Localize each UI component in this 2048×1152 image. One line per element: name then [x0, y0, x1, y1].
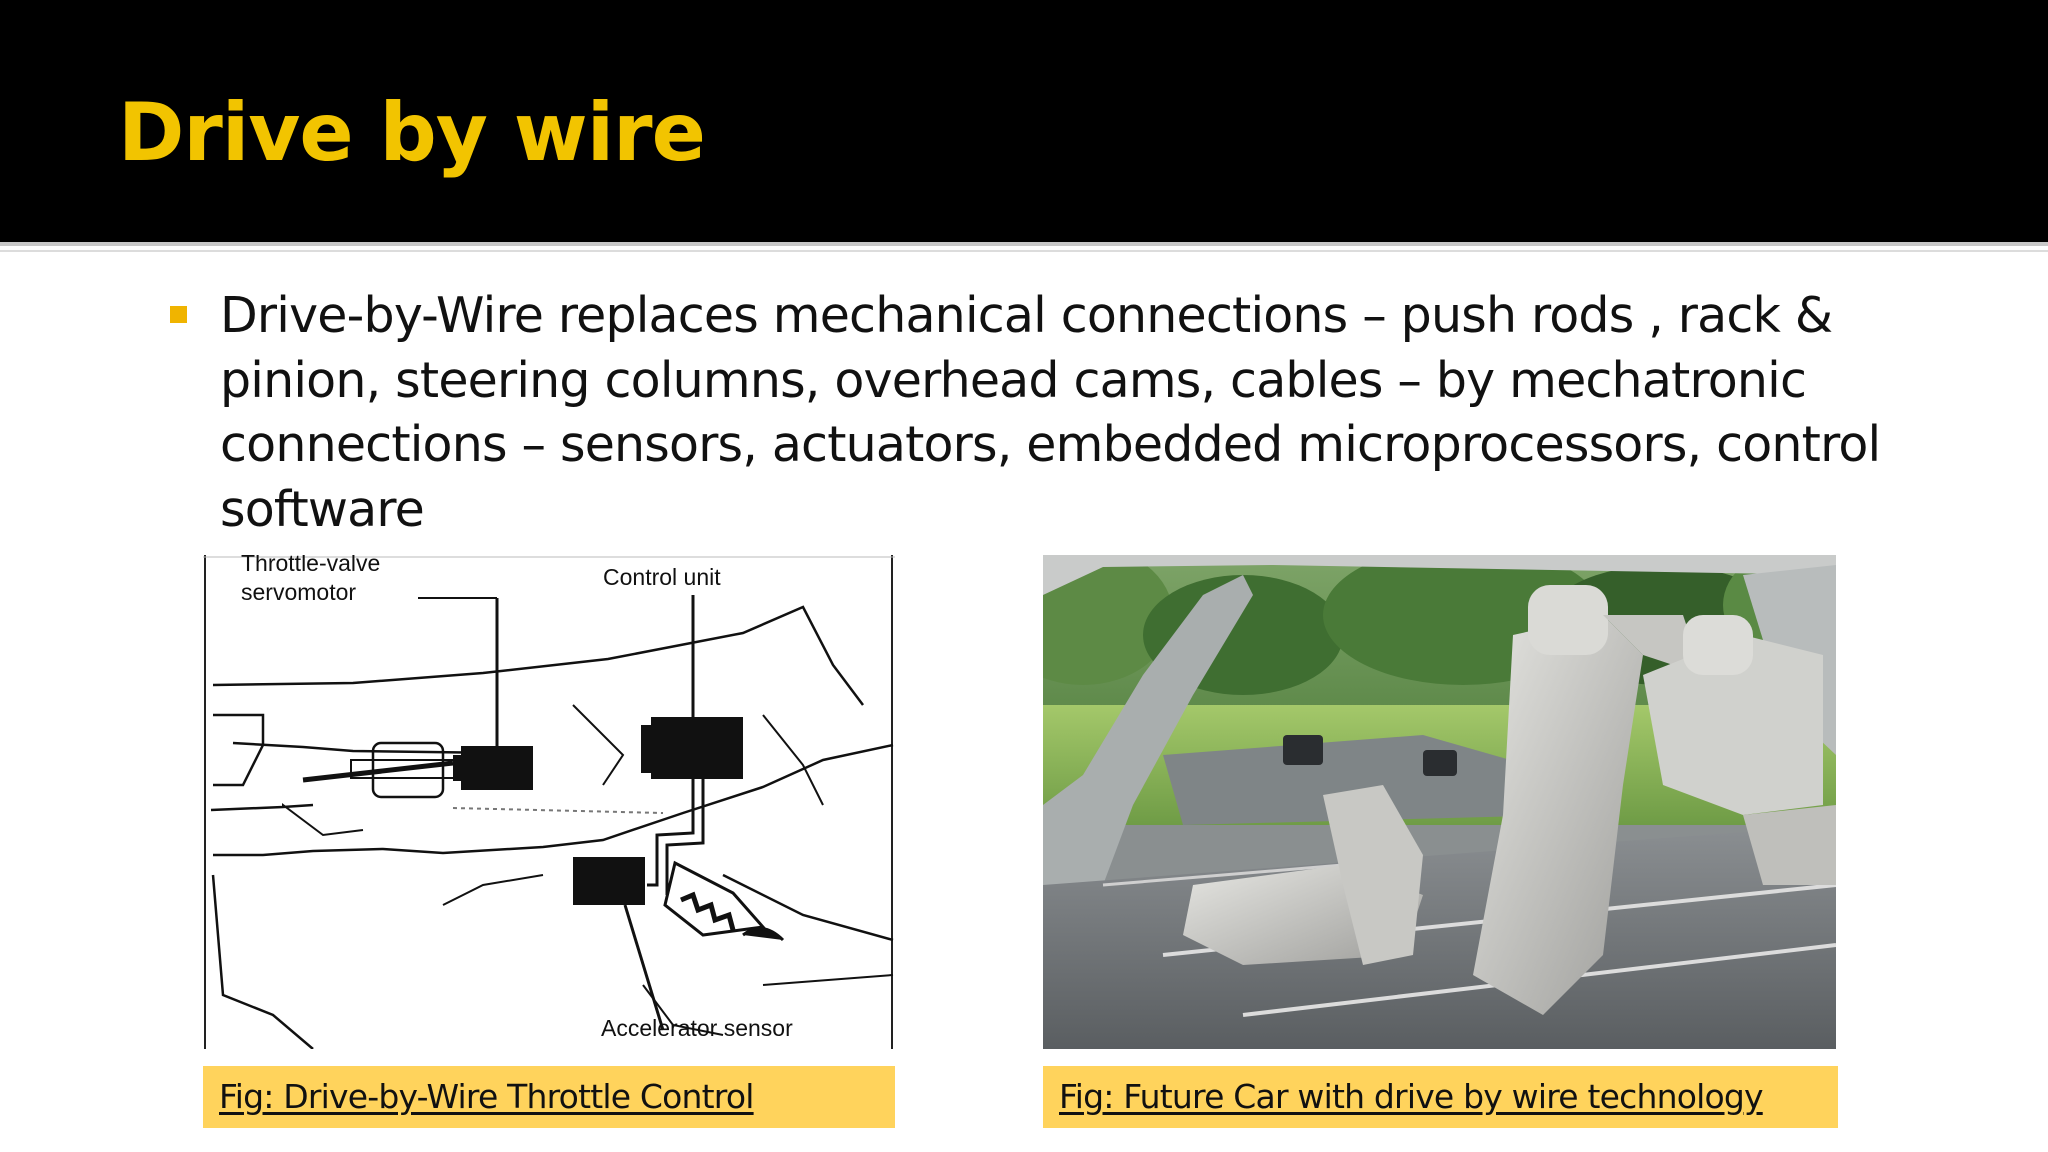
- bullet-text: Drive-by-Wire replaces mechanical connec…: [220, 287, 1881, 538]
- bullet-square-icon: [170, 306, 187, 323]
- throttle-control-diagram: Throttle-valve servomotor Control unit A…: [203, 555, 895, 1049]
- label-accelerator-sensor: Accelerator sensor: [601, 1015, 793, 1041]
- caption-throttle-control: Fig: Drive-by-Wire Throttle Control: [203, 1066, 895, 1128]
- caption-future-car: Fig: Future Car with drive by wire techn…: [1043, 1066, 1838, 1128]
- label-control-unit: Control unit: [603, 564, 721, 590]
- future-car-interior-photo: [1043, 555, 1836, 1049]
- header-divider-thin: [0, 250, 2048, 252]
- caption-throttle-control-text: Fig: Drive-by-Wire Throttle Control: [219, 1077, 754, 1116]
- label-servomotor: servomotor: [241, 579, 356, 605]
- label-throttle-valve: Throttle-valve: [241, 555, 380, 576]
- caption-future-car-text: Fig: Future Car with drive by wire techn…: [1059, 1077, 1764, 1116]
- header-divider: [0, 242, 2048, 246]
- slide-header: Drive by wire: [0, 0, 2048, 242]
- slide-title: Drive by wire: [118, 86, 706, 179]
